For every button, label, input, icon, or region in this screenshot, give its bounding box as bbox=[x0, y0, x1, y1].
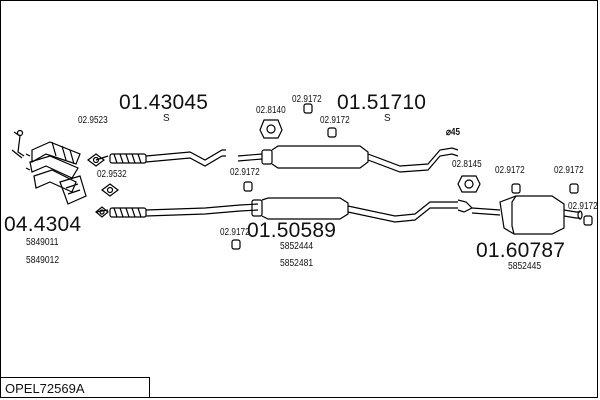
part-ref-lower-silencer-1: 5852444 bbox=[280, 241, 314, 252]
part-number-upper-silencer: 01.51710 bbox=[337, 91, 427, 114]
hanger-8140-icon bbox=[259, 119, 283, 139]
part-number-front-pipe: 01.43045 bbox=[119, 91, 209, 114]
drawing-code-box: OPEL72569A bbox=[0, 377, 150, 398]
fitting-label-9532: 02.9532 bbox=[97, 169, 127, 180]
fitting-label-8145: 02.8145 bbox=[452, 159, 482, 170]
gasket-9532-icon bbox=[101, 183, 119, 197]
front-pipe-upper-icon bbox=[95, 149, 226, 167]
fitting-label-9523: 02.9523 bbox=[78, 115, 108, 126]
fitting-label-9172-c: 02.9172 bbox=[230, 167, 260, 178]
pipe-diameter-label: ⌀45 bbox=[446, 127, 461, 138]
drawing-code: OPEL72569A bbox=[5, 381, 85, 396]
part-ref-lower-silencer-2: 5852481 bbox=[280, 258, 314, 269]
clamp-9172-icon bbox=[231, 103, 593, 250]
fitting-label-8140: 02.8140 bbox=[256, 105, 286, 116]
fitting-label-9172-e: 02.9172 bbox=[495, 165, 525, 176]
part-suffix-front-pipe: S bbox=[163, 113, 170, 124]
part-suffix-upper-silencer: S bbox=[384, 113, 391, 124]
fitting-label-9172-b: 02.9172 bbox=[320, 115, 350, 126]
fitting-label-9172-d: 02.9172 bbox=[220, 227, 250, 238]
gasket-9532b-icon bbox=[95, 206, 109, 218]
fitting-label-9172-g: 02.9172 bbox=[568, 201, 598, 212]
middle-silencer-lower-icon bbox=[251, 197, 501, 223]
middle-silencer-upper-icon bbox=[237, 145, 459, 173]
rear-silencer-icon bbox=[499, 195, 583, 235]
part-ref-manifold-1: 5849011 bbox=[26, 237, 59, 248]
exhaust-manifold-icon bbox=[11, 129, 87, 205]
front-pipe-lower-icon bbox=[95, 203, 259, 218]
part-ref-rear-silencer: 5852445 bbox=[508, 261, 542, 272]
part-number-lower-silencer: 01.50589 bbox=[247, 219, 337, 242]
hanger-8145-icon bbox=[457, 175, 481, 193]
part-number-manifold: 04.4304 bbox=[4, 213, 82, 236]
gasket-9523-icon bbox=[87, 153, 105, 167]
fitting-label-9172-f: 02.9172 bbox=[554, 165, 584, 176]
part-number-rear-silencer: 01.60787 bbox=[476, 239, 566, 262]
part-ref-manifold-2: 5849012 bbox=[26, 255, 60, 266]
fitting-label-9172-a: 02.9172 bbox=[292, 94, 322, 105]
